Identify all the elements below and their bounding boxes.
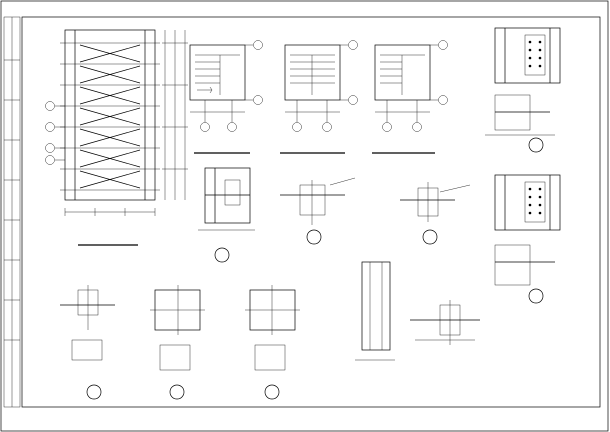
horizontal-dimension — [64, 208, 156, 216]
ground-floor-plan — [189, 40, 263, 132]
detail-5-drawing — [400, 182, 471, 222]
detail-5-callout — [422, 229, 438, 245]
detail-8-drawing — [245, 285, 300, 371]
top-floor-plan — [374, 40, 448, 132]
stair-section — [45, 29, 188, 216]
detail-2-callout — [528, 288, 544, 304]
detail-4-callout — [306, 229, 322, 245]
drawing-frame — [21, 16, 601, 408]
detail-6-drawing — [60, 285, 115, 361]
vertical-dimension-chain — [162, 30, 188, 200]
section-1-1-drawing — [410, 300, 480, 345]
detail-7-drawing — [150, 285, 205, 371]
floor-lines — [60, 42, 160, 191]
detail-8-callout — [264, 384, 280, 400]
detail-4-drawing — [280, 177, 356, 225]
detail-3-drawing — [198, 167, 255, 231]
detail-b1-drawing — [355, 261, 395, 361]
stair-flights — [79, 44, 141, 189]
detail-1-drawing — [485, 27, 561, 136]
detail-1-callout — [528, 137, 544, 153]
title-strip-cells — [4, 17, 20, 407]
detail-7-callout — [169, 384, 185, 400]
detail-2-drawing — [494, 174, 561, 286]
standard-floor-plan — [284, 40, 358, 132]
detail-6-callout — [86, 384, 102, 400]
detail-3-callout — [214, 247, 230, 263]
level-circles — [45, 101, 65, 165]
